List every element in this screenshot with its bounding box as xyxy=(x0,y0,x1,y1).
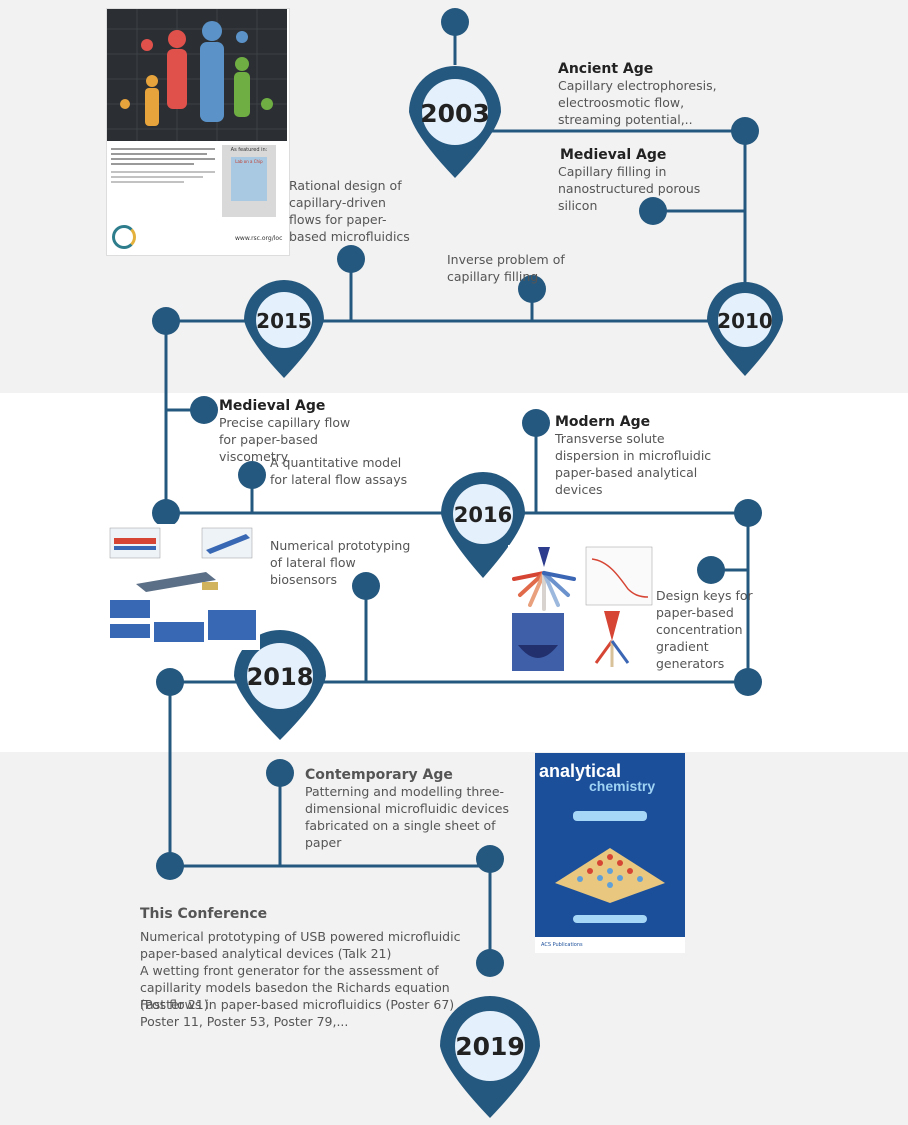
rational-design-text: Rational design of capillary-driven flow… xyxy=(289,178,410,244)
cover-family-illustration xyxy=(107,9,287,141)
svg-text:2003: 2003 xyxy=(420,99,490,128)
ac-footer: ACS Publications xyxy=(535,937,685,953)
cover-logo-icon xyxy=(112,225,136,249)
ancient-age-text: Capillary electrophoresis, electroosmoti… xyxy=(558,78,717,127)
pin-2016: 2016 xyxy=(441,472,525,578)
conference-talk-21: Numerical prototyping of USB powered mic… xyxy=(140,929,461,961)
featured-box: As featured in: Lab on a Chip xyxy=(222,145,276,217)
conference-title: This Conference xyxy=(140,906,268,922)
modern-age-title: Modern Age xyxy=(555,414,651,430)
cover-text-block xyxy=(111,145,215,186)
contemporary-age-text: Patterning and modelling three-dimension… xyxy=(305,784,509,850)
featured-label: As featured in: xyxy=(230,147,268,153)
design-keys-text: Design keys for paper-based concentratio… xyxy=(656,588,753,671)
svg-text:2019: 2019 xyxy=(455,1032,525,1061)
medieval-age-title-2: Medieval Age xyxy=(219,398,326,414)
pin-2019: 2019 xyxy=(440,996,540,1118)
cover-url: www.rsc.org/loc xyxy=(235,235,283,242)
pin-2010: 2010 xyxy=(707,282,783,376)
medieval-age-title-1: Medieval Age xyxy=(560,147,667,163)
svg-text:2018: 2018 xyxy=(247,663,314,691)
medieval-age-text-1: Capillary filling in nanostructured poro… xyxy=(558,164,701,213)
inverse-problem-text: Inverse problem of capillary filling xyxy=(447,252,565,284)
medieval-age-text-2: Precise capillary flow for paper-based v… xyxy=(219,415,351,464)
ac-title-2: chemistry xyxy=(589,778,656,794)
svg-text:2010: 2010 xyxy=(717,309,773,333)
lateral-flow-figure xyxy=(106,524,260,650)
analytical-chemistry-cover: analytical chemistry ACS Publications xyxy=(535,753,685,953)
ac-title-1: analytical xyxy=(539,761,622,781)
ac-publisher: ACS Publications xyxy=(541,942,583,948)
ac-device-illustration xyxy=(555,811,665,923)
modern-age-text: Transverse solute dispersion in microflu… xyxy=(555,431,712,497)
conference-poster-67: Fast flows in paper-based microfluidics … xyxy=(140,997,455,1012)
mini-journal-label: Lab on a Chip xyxy=(235,159,263,164)
quantitative-model-text: A quantitative model for lateral flow as… xyxy=(270,455,408,487)
svg-text:2015: 2015 xyxy=(256,309,312,333)
pin-2003: 2003 xyxy=(409,66,501,178)
contemporary-age-title: Contemporary Age xyxy=(305,767,453,783)
mini-cover: Lab on a Chip xyxy=(231,157,267,201)
conference-poster-21: A wetting front generator for the assess… xyxy=(140,963,450,1012)
lab-on-chip-cover: As featured in: Lab on a Chip www.rsc.or… xyxy=(106,8,290,256)
timeline-nodes xyxy=(152,8,762,977)
pin-2015: 2015 xyxy=(244,280,324,378)
numerical-prototyping-text: Numerical prototyping of lateral flow bi… xyxy=(270,538,411,587)
gradient-generator-figure xyxy=(508,545,654,675)
svg-text:2016: 2016 xyxy=(454,503,512,527)
ancient-age-title: Ancient Age xyxy=(558,61,654,77)
conference-posters-other: Poster 11, Poster 53, Poster 79,... xyxy=(140,1014,349,1029)
pin-2018: 2018 xyxy=(234,630,326,740)
